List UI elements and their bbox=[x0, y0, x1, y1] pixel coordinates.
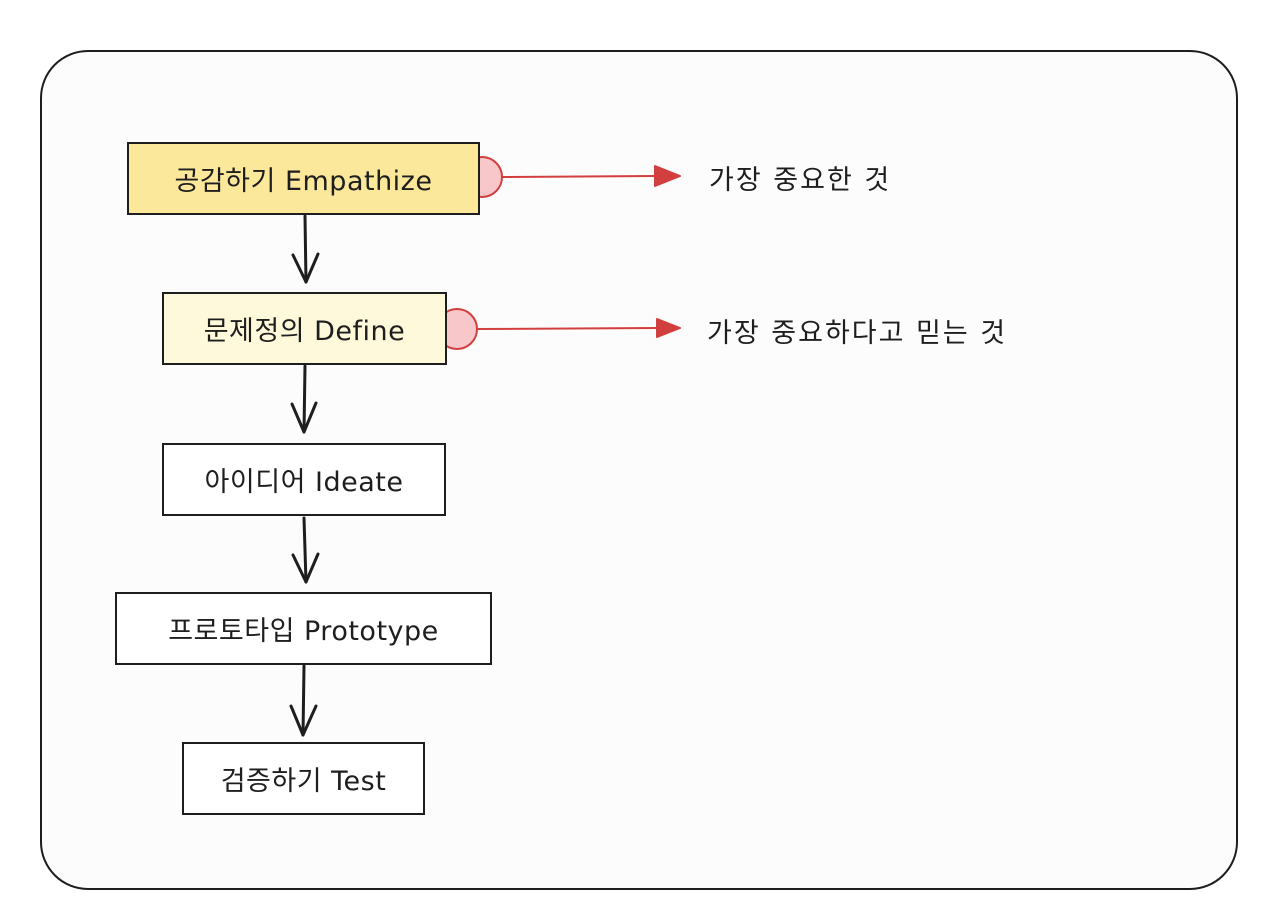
step-ideate: 아이디어 Ideate bbox=[162, 443, 446, 516]
step-prototype: 프로토타입 Prototype bbox=[115, 592, 492, 665]
step-test: 검증하기 Test bbox=[182, 742, 425, 815]
flow-arrow-2 bbox=[290, 364, 318, 434]
flow-arrow-4 bbox=[289, 664, 318, 737]
note-most-important: 가장 중요한 것 bbox=[709, 165, 892, 196]
note-connector-1 bbox=[461, 156, 681, 198]
note-connector-2 bbox=[436, 308, 681, 350]
note-believed-most-important: 가장 중요하다고 믿는 것 bbox=[707, 318, 1008, 349]
flow-arrow-1 bbox=[291, 214, 320, 284]
flow-arrow-3 bbox=[291, 516, 320, 584]
step-empathize: 공감하기 Empathize bbox=[127, 142, 480, 215]
step-define: 문제정의 Define bbox=[162, 292, 447, 365]
